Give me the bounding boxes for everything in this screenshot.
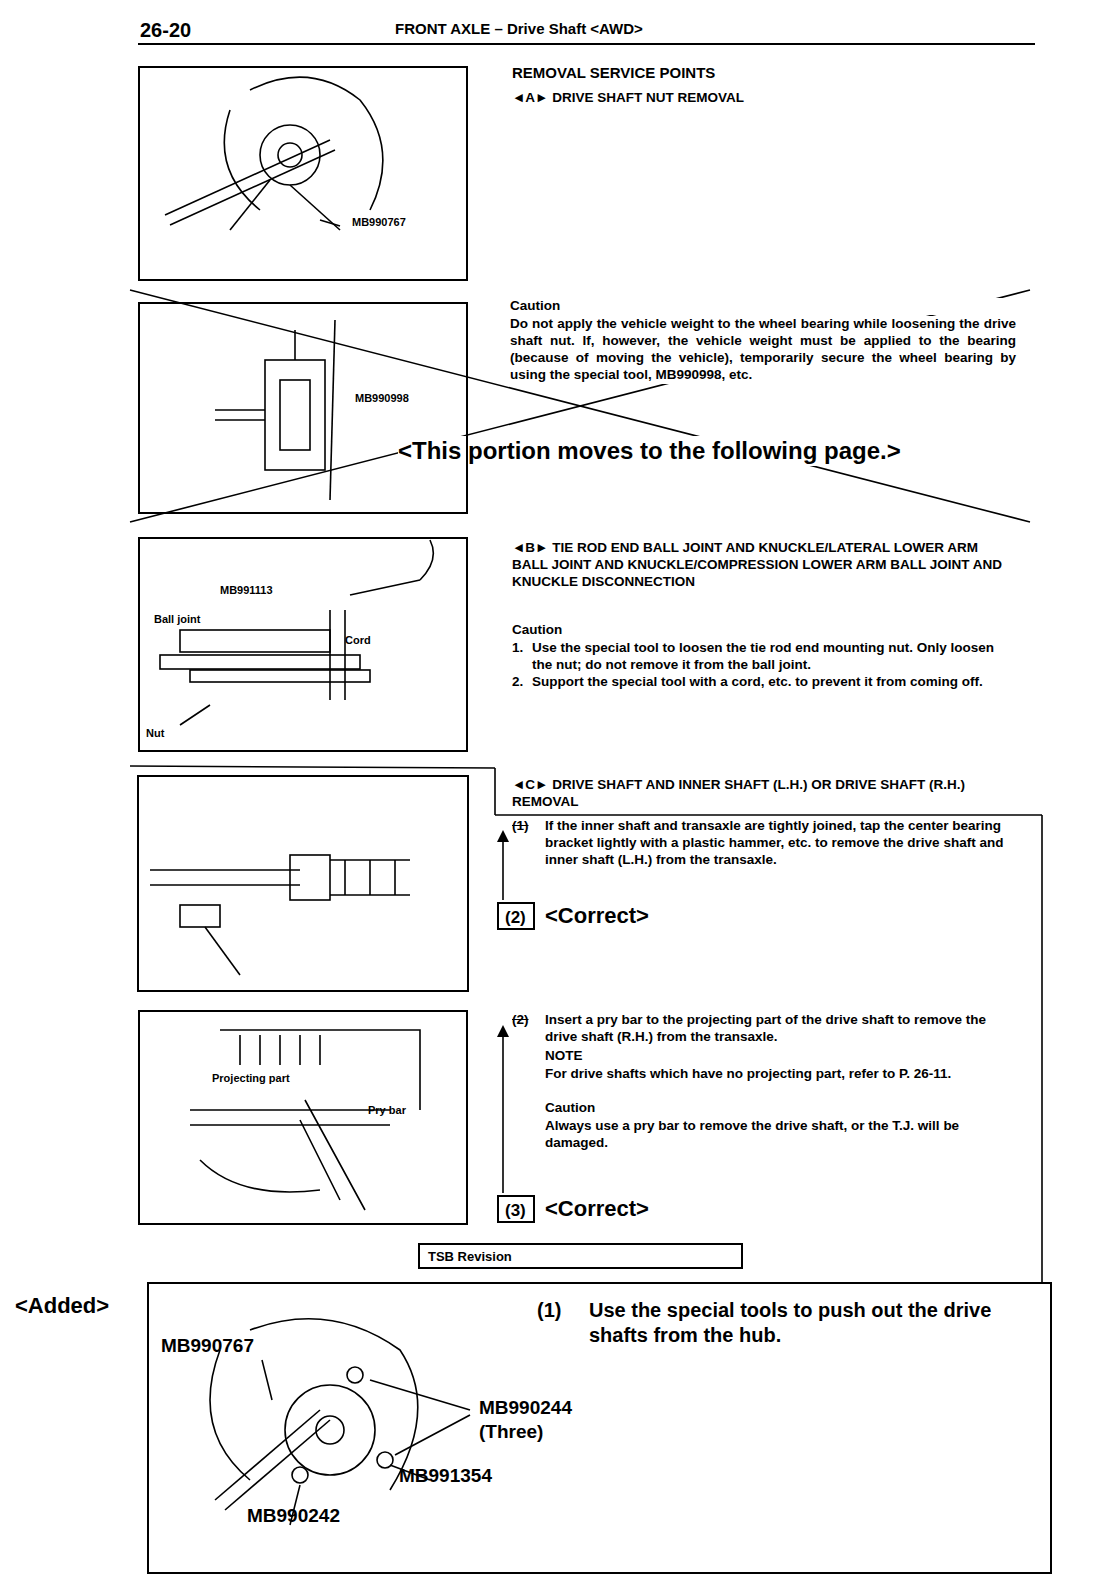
figure-box: (2) bbox=[497, 902, 535, 930]
tool-number: MB990767 bbox=[161, 1334, 254, 1358]
figure-box: MB991113Ball jointCordNut bbox=[138, 537, 468, 752]
note-text: For drive shafts which have no projectin… bbox=[545, 1066, 1018, 1083]
step-number: (1) bbox=[537, 1298, 561, 1323]
tool-number: MB991113 bbox=[220, 584, 273, 598]
tool-number: MB990998 bbox=[355, 392, 409, 406]
caution-text: Support the special tool with a cord, et… bbox=[532, 674, 1018, 691]
crossed-number: (1) bbox=[512, 818, 529, 835]
caution-heading: Caution bbox=[510, 298, 1016, 315]
correction-mark: <Correct> bbox=[545, 1195, 649, 1223]
part-name: Nut bbox=[146, 727, 164, 741]
figure-box: MB990767 bbox=[138, 66, 468, 281]
move-note: <This portion moves to the following pag… bbox=[398, 436, 901, 466]
added-mark: <Added> bbox=[15, 1292, 109, 1320]
instruction-text: Use the special tools to push out the dr… bbox=[589, 1298, 1039, 1348]
item-number: 2. bbox=[512, 674, 523, 691]
figure-box: MB990998 bbox=[138, 302, 468, 514]
correction-mark: <Correct> bbox=[545, 902, 649, 930]
caution-text: Do not apply the vehicle weight to the w… bbox=[510, 316, 1016, 384]
figure-box: TSB Revision bbox=[418, 1243, 743, 1269]
revision-label: TSB Revision bbox=[428, 1249, 512, 1265]
figure-box: Projecting partPry bar bbox=[138, 1010, 468, 1225]
caution-heading: Caution bbox=[545, 1100, 595, 1117]
part-name: Pry bar bbox=[368, 1104, 406, 1118]
caution-heading: Caution bbox=[512, 622, 562, 639]
step-heading: ◄A► DRIVE SHAFT NUT REMOVAL bbox=[512, 90, 744, 107]
caution-text: Always use a pry bar to remove the drive… bbox=[545, 1118, 1018, 1152]
step-number: (2) bbox=[505, 907, 526, 928]
figure-box: <Added>(1)Use the special tools to push … bbox=[147, 1282, 1052, 1574]
caution-text: Use the special tool to loosen the tie r… bbox=[532, 640, 1018, 674]
step-heading: ◄B► TIE ROD END BALL JOINT AND KNUCKLE/L… bbox=[512, 540, 1012, 591]
part-name: Projecting part bbox=[212, 1072, 290, 1086]
step-heading: ◄C► DRIVE SHAFT AND INNER SHAFT (L.H.) O… bbox=[512, 777, 1012, 811]
part-name: Ball joint bbox=[154, 613, 200, 627]
tool-number: MB990767 bbox=[352, 216, 406, 230]
body-text: If the inner shaft and transaxle are tig… bbox=[545, 818, 1018, 869]
figure-box: CautionDo not apply the vehicle weight t… bbox=[130, 290, 1030, 522]
figure-box: (3) bbox=[497, 1195, 535, 1223]
crossed-number: (2) bbox=[512, 1012, 529, 1029]
page-number: 26-20 bbox=[140, 18, 191, 43]
body-text: Insert a pry bar to the projecting part … bbox=[545, 1012, 1018, 1046]
note-heading: NOTE bbox=[545, 1048, 583, 1065]
page-title: FRONT AXLE – Drive Shaft <AWD> bbox=[395, 20, 643, 39]
section-heading: REMOVAL SERVICE POINTS bbox=[512, 64, 715, 83]
part-name: Cord bbox=[345, 634, 371, 648]
step-number: (3) bbox=[505, 1200, 526, 1221]
tool-number: MB990242 bbox=[247, 1504, 340, 1528]
tool-number: MB991354 bbox=[399, 1464, 492, 1488]
item-number: 1. bbox=[512, 640, 523, 657]
tool-number: MB990244 (Three) bbox=[479, 1396, 609, 1444]
